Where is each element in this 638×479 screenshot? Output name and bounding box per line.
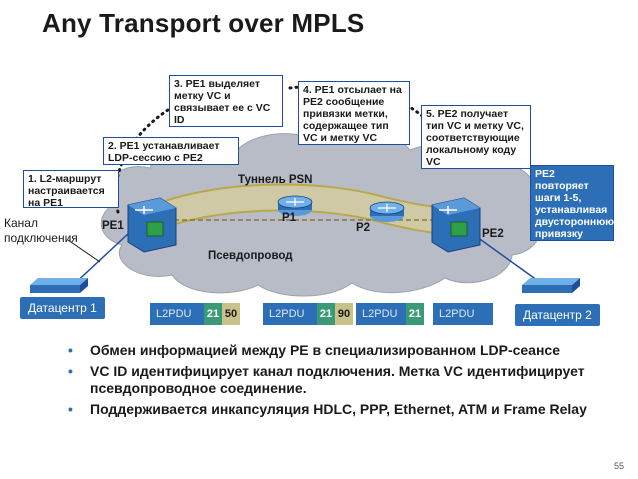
packet-tunnel-label: 50	[222, 303, 240, 325]
slide-title: Any Transport over MPLS	[42, 8, 365, 38]
label-pe1: PE1	[102, 220, 124, 232]
callout-step-2: 2. PE1 устанавливает LDP-сессию с PE2	[103, 137, 239, 165]
packet-payload: L2PDU	[263, 303, 317, 325]
packet-tunnel-label: 90	[335, 303, 353, 325]
pe2-router-icon	[431, 197, 481, 253]
packet-pe2: L2PDU	[433, 303, 493, 325]
bullet-item: •Поддерживается инкапсуляция HDLC, PPP, …	[68, 401, 587, 417]
attachment-pointer	[67, 239, 101, 263]
label-p2: P2	[356, 222, 371, 234]
packet-payload: L2PDU	[356, 303, 406, 325]
label-psn-tunnel: Туннель PSN	[238, 174, 313, 186]
bullet-item: •Обмен информацией между PE в специализи…	[68, 342, 560, 358]
page-number: 55	[613, 461, 624, 471]
ce1-switch-icon	[30, 278, 88, 293]
packet-vc-label: 21	[204, 303, 222, 325]
p2-router-icon	[369, 201, 405, 222]
packet-vc-label: 21	[317, 303, 335, 325]
callout-pe2-repeat: PE2 повторяет шаги 1-5, устанавливая дву…	[530, 165, 614, 252]
callout-step-4: 4. PE1 отсылает на PE2 сообщение привязк…	[298, 81, 410, 145]
bullet-item: •VC ID идентифицирует канал подключения.…	[68, 363, 585, 396]
label-pe2: PE2	[482, 228, 504, 240]
pe1-router-icon	[127, 197, 177, 253]
datacenter-2-label: Датацентр 2	[515, 304, 600, 326]
p1-router-icon	[277, 195, 313, 216]
packet-vc-label: 21	[406, 303, 424, 325]
packet-p1: L2PDU 21 90	[263, 303, 353, 325]
ce2-switch-icon	[522, 278, 580, 293]
packet-pe1: L2PDU 21 50	[150, 303, 240, 325]
packet-p2: L2PDU 21	[356, 303, 424, 325]
datacenter-1-label: Датацентр 1	[20, 297, 105, 319]
label-pseudowire: Псевдопровод	[208, 250, 293, 262]
label-attachment-circuit: Канал подключения	[4, 216, 78, 245]
callout-step-3: 3. PE1 выделяет метку VC и связывает ее …	[169, 75, 283, 127]
packet-payload: L2PDU	[150, 303, 204, 325]
packet-payload: L2PDU	[433, 303, 493, 325]
bullet-list: •Обмен информацией между PE в специализи…	[68, 342, 608, 422]
label-p1: P1	[282, 212, 297, 224]
callout-step-1: 1. L2-маршрут настраивается на PE1	[23, 170, 119, 209]
callout-step-5: 5. PE2 получает тип VC и метку VC, соотв…	[421, 105, 531, 169]
